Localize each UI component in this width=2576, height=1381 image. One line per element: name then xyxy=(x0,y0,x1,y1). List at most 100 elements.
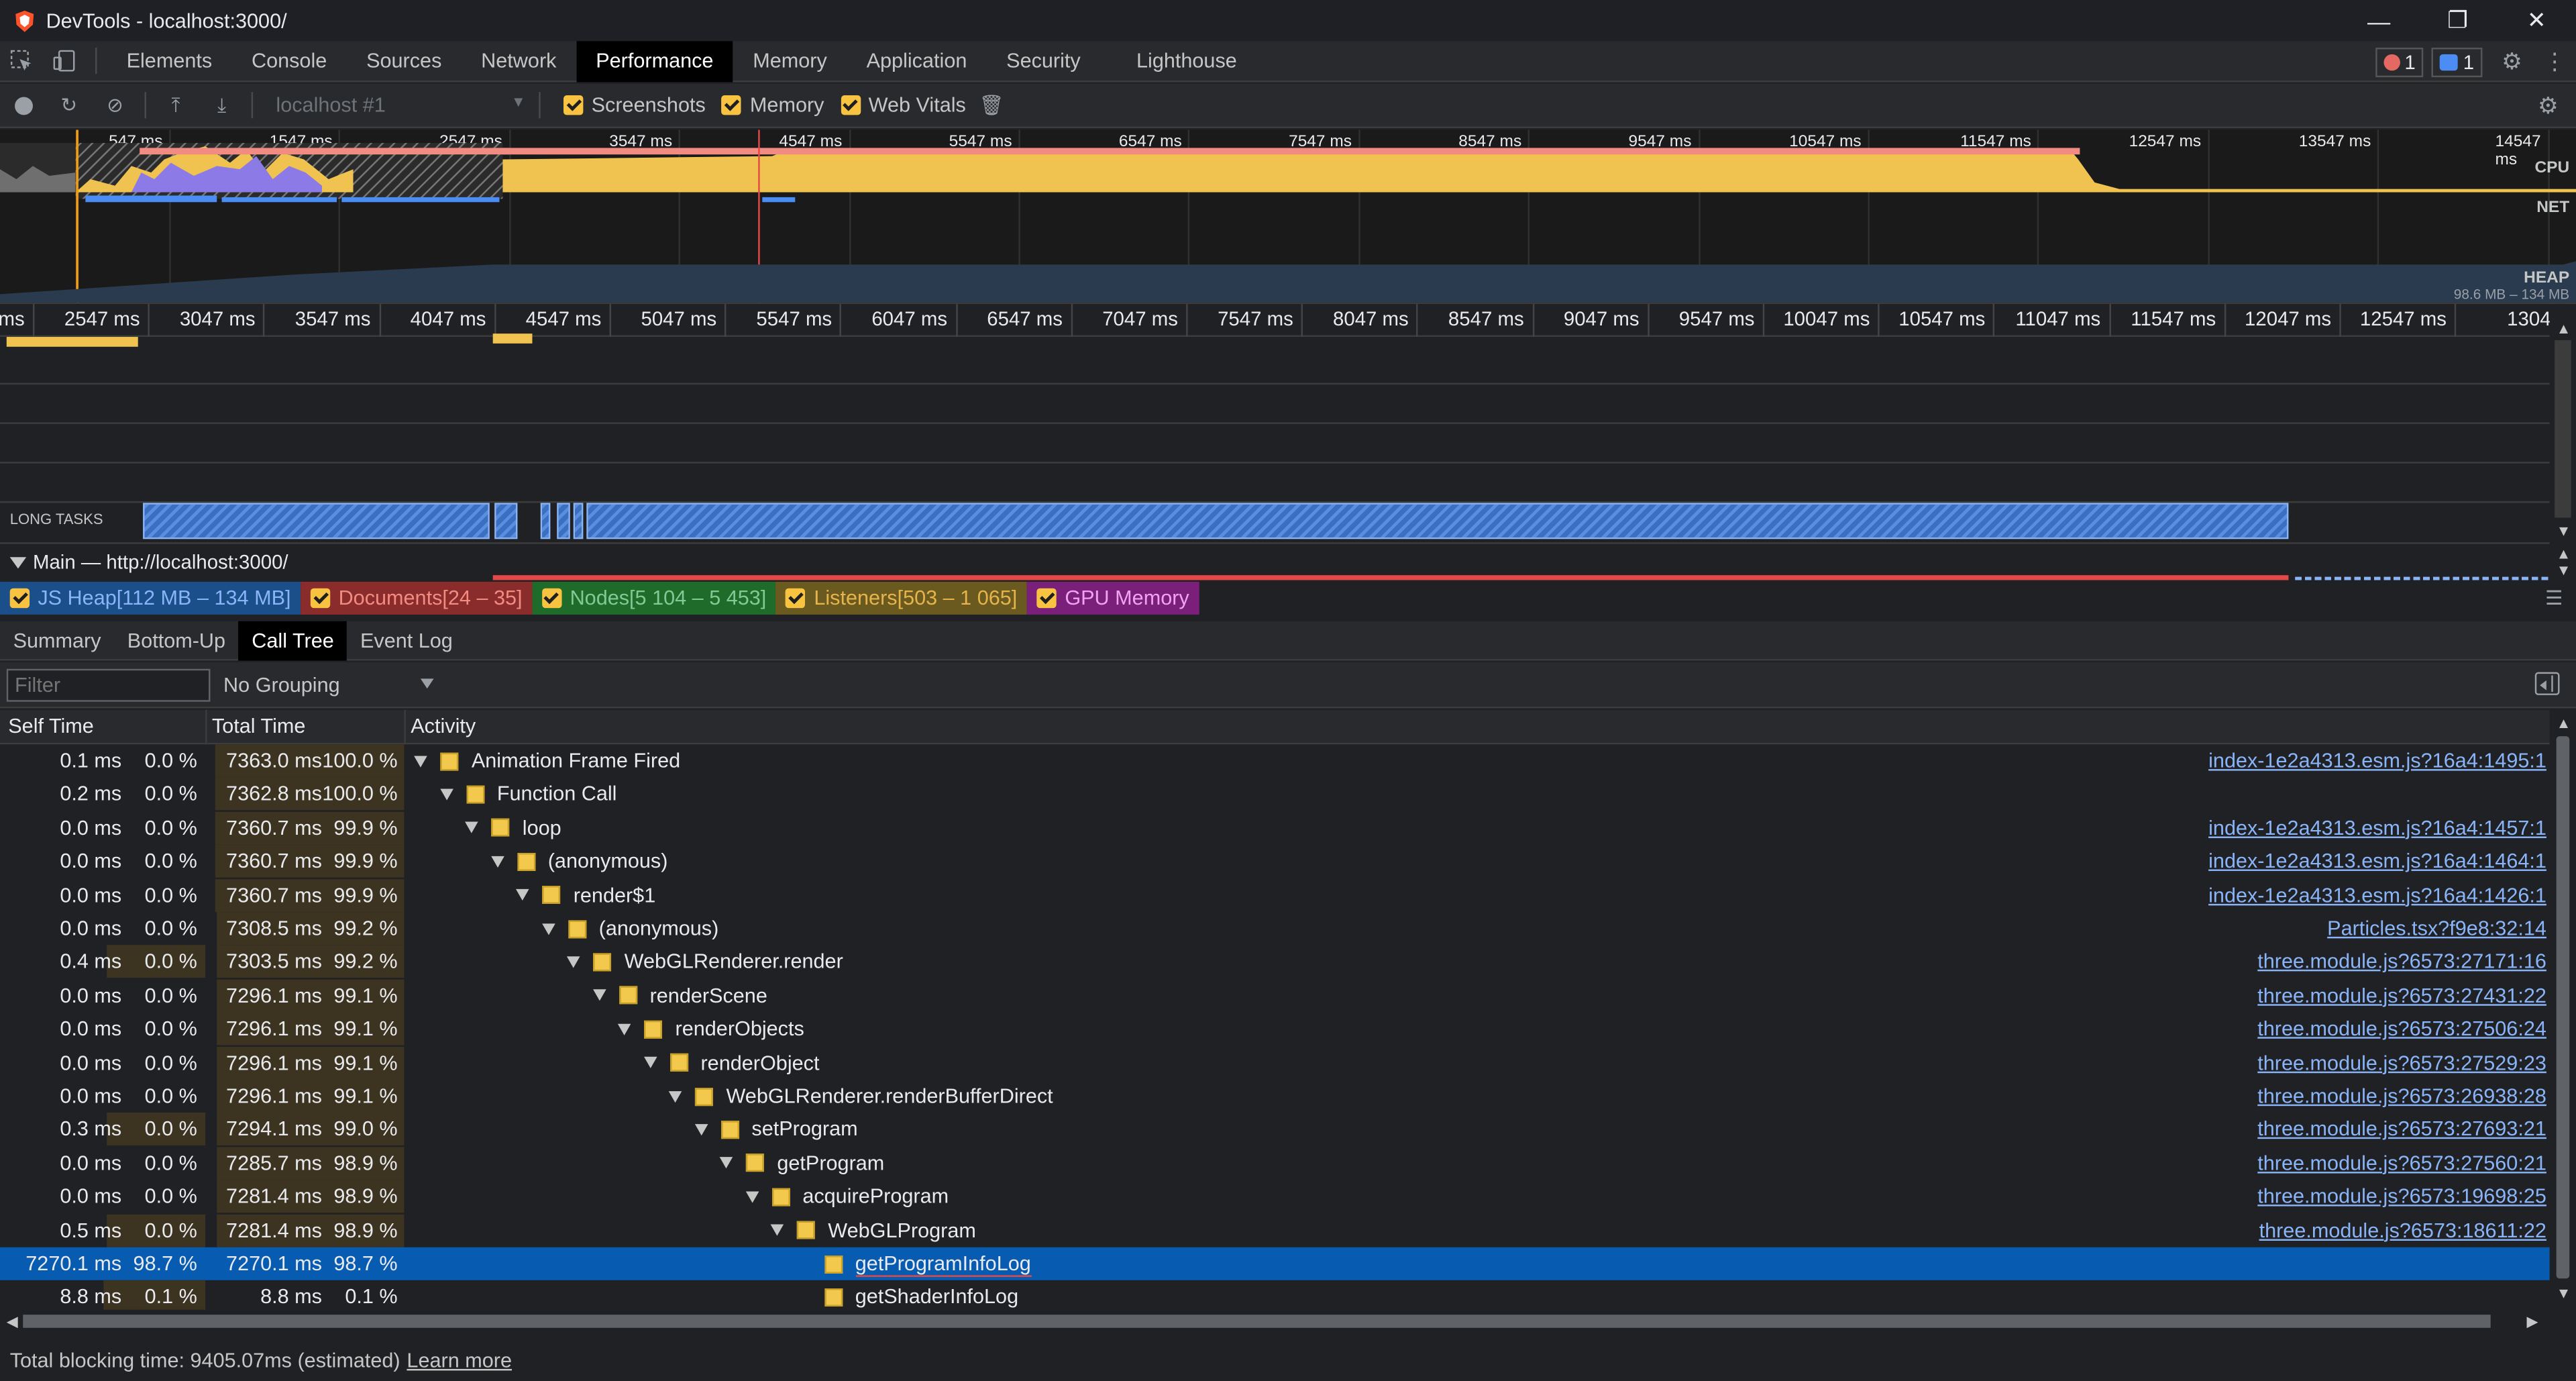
scroll-down-icon[interactable]: ▼ xyxy=(2556,562,2571,579)
web-vitals-checkbox[interactable]: Web Vitals xyxy=(840,94,966,117)
tab-summary[interactable]: Summary xyxy=(13,629,101,653)
counter-checkbox[interactable]: Documents[24 – 35] xyxy=(301,581,533,615)
clear-icon[interactable]: ⊘ xyxy=(107,93,123,117)
source-link[interactable]: index-1e2a4313.esm.js?16a4:1495:1 xyxy=(2208,749,2546,773)
scroll-left-icon[interactable]: ◀ xyxy=(6,1313,18,1330)
memory-checkbox[interactable]: Memory xyxy=(722,94,824,117)
message-count-badge[interactable]: 1 xyxy=(2432,46,2483,76)
long-task-bar[interactable] xyxy=(540,503,551,540)
expand-triangle-icon[interactable] xyxy=(643,1056,657,1069)
expand-triangle-icon[interactable] xyxy=(617,1023,631,1035)
tab-bottom-up[interactable]: Bottom-Up xyxy=(127,629,226,653)
counter-checkbox[interactable]: Listeners[503 – 1 065] xyxy=(776,581,1027,615)
source-link[interactable]: three.module.js?6573:19698:25 xyxy=(2257,1185,2546,1209)
tab-application[interactable]: Application xyxy=(866,48,967,72)
scroll-up-icon[interactable]: ▲ xyxy=(2556,715,2571,731)
counter-checkbox[interactable]: JS Heap[112 MB – 134 MB] xyxy=(0,581,301,615)
source-link[interactable]: three.module.js?6573:27171:16 xyxy=(2257,950,2546,974)
upload-profile-icon[interactable]: ⤒ xyxy=(171,93,180,116)
source-link[interactable]: Particles.tsx?f9e8:32:14 xyxy=(2327,917,2546,940)
grouping-select[interactable]: No Grouping xyxy=(223,674,434,697)
total-time-header[interactable]: Total Time xyxy=(211,715,306,738)
inspect-element-icon[interactable] xyxy=(0,40,43,81)
main-track-scrollbar[interactable]: ▲ ▼ xyxy=(2549,542,2576,582)
scroll-down-icon[interactable]: ▼ xyxy=(2556,522,2571,540)
trash-icon[interactable]: 🗑 xyxy=(979,93,1004,117)
long-task-bar[interactable] xyxy=(557,503,570,540)
tab-performance[interactable]: Performance xyxy=(576,40,733,82)
long-task-bar[interactable] xyxy=(573,503,584,540)
activity-header[interactable]: Activity xyxy=(411,715,476,738)
call-tree-scrollbar[interactable]: ▲ ▼ xyxy=(2549,709,2576,1310)
expand-triangle-icon[interactable] xyxy=(719,1157,733,1169)
scroll-up-icon[interactable]: ▲ xyxy=(2556,320,2571,338)
scroll-right-icon[interactable]: ▶ xyxy=(2526,1313,2538,1330)
tab-event-log[interactable]: Event Log xyxy=(360,629,453,653)
scroll-up-icon[interactable]: ▲ xyxy=(2556,546,2571,562)
minimize-icon[interactable]: — xyxy=(2367,7,2391,34)
close-icon[interactable]: ✕ xyxy=(2526,6,2546,33)
long-task-bar[interactable] xyxy=(586,503,2289,540)
source-link[interactable]: three.module.js?6573:27693:21 xyxy=(2257,1118,2546,1141)
source-link[interactable]: three.module.js?6573:27431:22 xyxy=(2257,984,2546,1007)
settings-gear-icon[interactable]: ⚙ xyxy=(2502,48,2522,74)
long-task-bar[interactable] xyxy=(143,503,490,540)
tab-network[interactable]: Network xyxy=(481,48,557,72)
tab-elements[interactable]: Elements xyxy=(126,48,213,72)
source-link[interactable]: three.module.js?6573:27506:24 xyxy=(2257,1017,2546,1041)
tab-lighthouse[interactable]: Lighthouse xyxy=(1136,48,1237,72)
expand-triangle-icon[interactable] xyxy=(668,1090,682,1103)
expand-triangle-icon[interactable] xyxy=(592,990,606,1002)
restore-icon[interactable]: ❐ xyxy=(2447,6,2469,33)
more-options-icon[interactable]: ⋮ xyxy=(2543,48,2567,74)
expand-triangle-icon[interactable] xyxy=(770,1224,784,1236)
error-count-badge[interactable]: 1 xyxy=(2375,46,2424,76)
self-time-header[interactable]: Self Time xyxy=(8,715,94,738)
source-link[interactable]: three.module.js?6573:27529:23 xyxy=(2257,1051,2546,1074)
toggle-sidebar-icon[interactable] xyxy=(2534,672,2560,695)
source-link[interactable]: index-1e2a4313.esm.js?16a4:1457:1 xyxy=(2208,816,2546,839)
source-link[interactable]: index-1e2a4313.esm.js?16a4:1464:1 xyxy=(2208,850,2546,873)
call-tree-hscrollbar[interactable]: ◀ ▶ xyxy=(0,1309,2550,1333)
device-toolbar-icon[interactable] xyxy=(43,40,86,81)
tab-security[interactable]: Security xyxy=(1006,48,1081,72)
profile-select[interactable]: localhost #1▼ xyxy=(276,93,526,117)
source-link[interactable]: index-1e2a4313.esm.js?16a4:1426:1 xyxy=(2208,883,2546,907)
filter-input[interactable] xyxy=(6,668,211,702)
source-link[interactable]: three.module.js?6573:27560:21 xyxy=(2257,1152,2546,1175)
expand-triangle-icon[interactable] xyxy=(541,923,555,935)
tab-sources[interactable]: Sources xyxy=(366,48,442,72)
expand-triangle-icon[interactable] xyxy=(745,1190,759,1203)
expand-triangle-icon[interactable] xyxy=(414,755,427,767)
tab-memory[interactable]: Memory xyxy=(753,48,827,72)
expand-triangle-icon[interactable] xyxy=(566,956,580,968)
tracks-scrollbar[interactable]: ▲ ▼ xyxy=(2549,304,2576,543)
hamburger-menu-icon[interactable]: ☰ xyxy=(2545,586,2563,610)
learn-more-link[interactable]: Learn more xyxy=(407,1349,513,1372)
expand-triangle-icon[interactable] xyxy=(694,1123,708,1135)
scroll-down-icon[interactable]: ▼ xyxy=(2556,1285,2571,1302)
download-profile-icon[interactable]: ⤓ xyxy=(217,93,227,116)
counter-checkbox[interactable]: Nodes[5 104 – 5 453] xyxy=(532,581,777,615)
tab-call-tree[interactable]: Call Tree xyxy=(238,621,347,661)
screenshots-checkbox[interactable]: Screenshots xyxy=(564,94,706,117)
record-icon[interactable] xyxy=(0,83,46,127)
capture-settings-gear-icon[interactable]: ⚙ xyxy=(2537,92,2559,119)
